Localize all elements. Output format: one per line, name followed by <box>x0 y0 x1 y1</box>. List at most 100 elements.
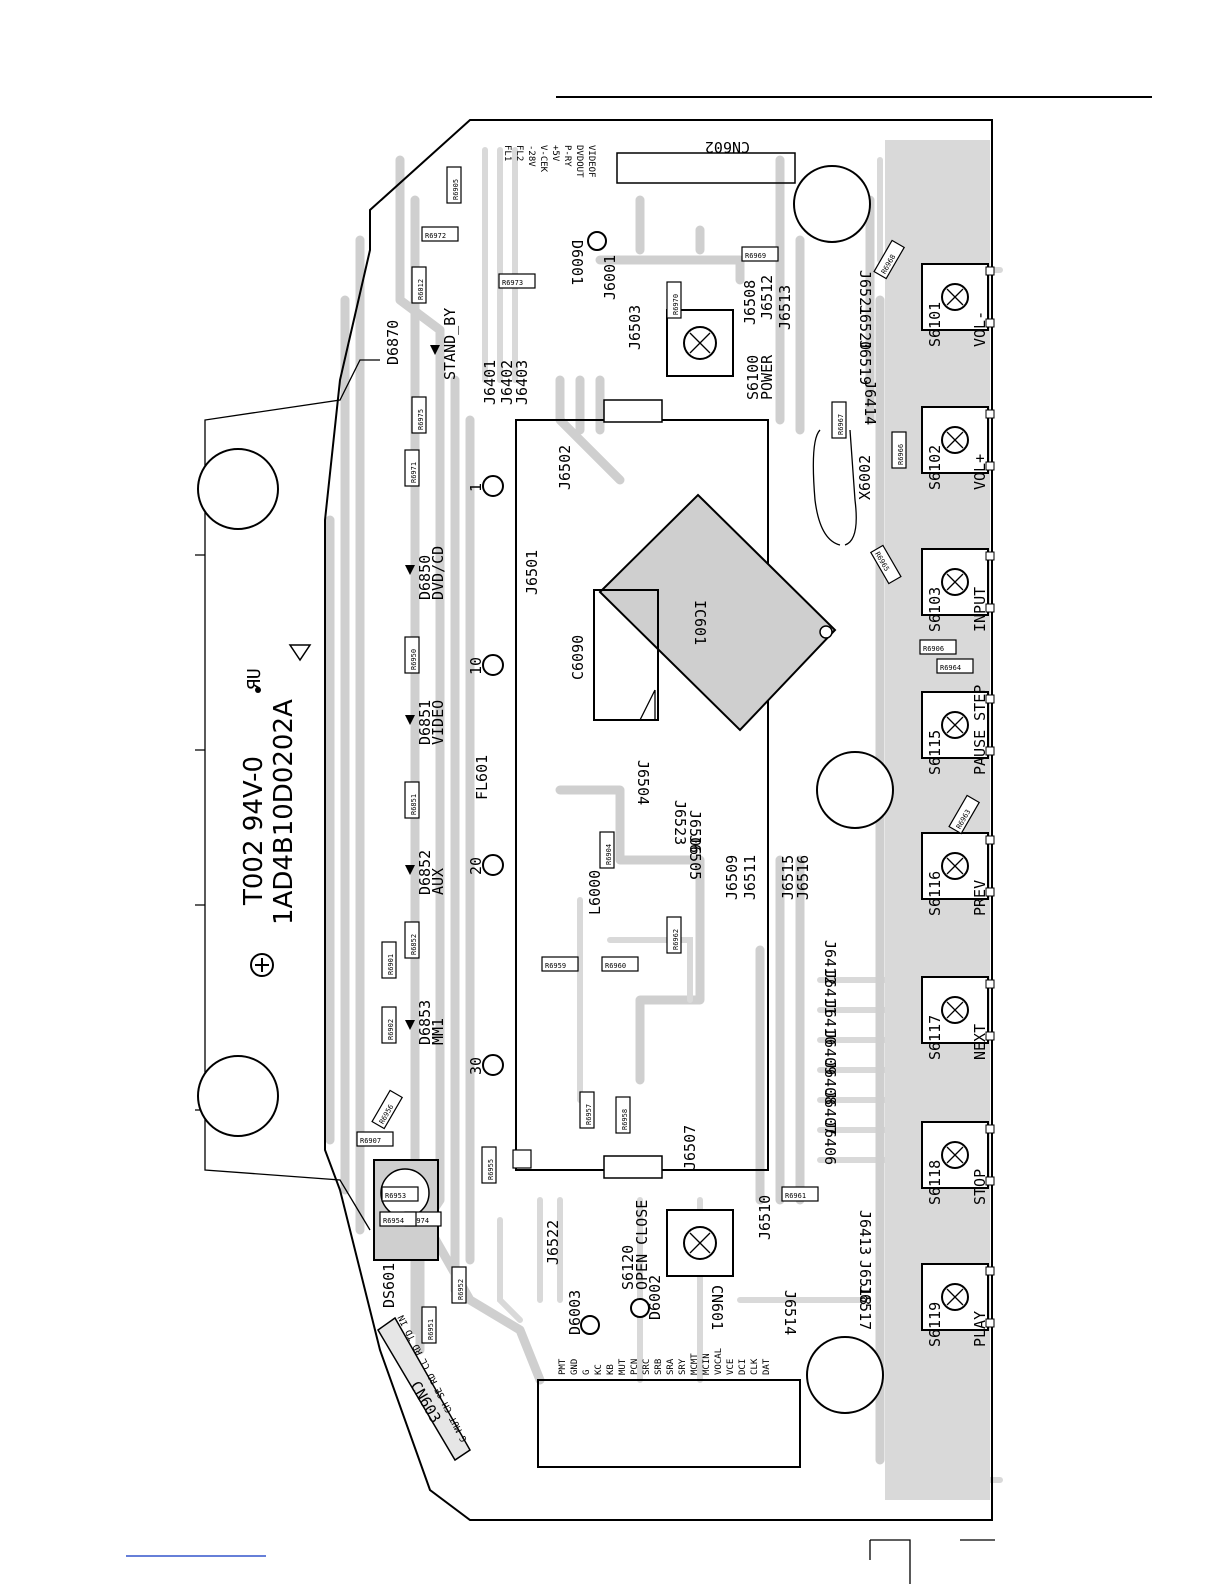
svg-text:R6961: R6961 <box>785 1192 806 1200</box>
led-name-stand-by: STAND_BY <box>441 308 459 380</box>
tact-switch-s6119[interactable] <box>921 1263 995 1331</box>
resistor-r6954: R6954 <box>379 1211 417 1227</box>
switch-name-s6118: STOP <box>971 1169 989 1205</box>
led-ref-d6852: D6852 <box>416 850 434 895</box>
svg-text:R6964: R6964 <box>940 664 961 672</box>
svg-text:R6905: R6905 <box>452 179 460 200</box>
led-symbols <box>405 345 440 1030</box>
resistor-r6967: R6967 <box>831 401 847 439</box>
resistor-r6964: R6964 <box>936 658 974 674</box>
svg-text:R6952: R6952 <box>457 1279 465 1300</box>
cn601-pin-4: KB <box>606 1364 616 1375</box>
svg-text:R6902: R6902 <box>387 1019 395 1040</box>
pin-number-1: 1 <box>467 483 485 492</box>
svg-text:R6901: R6901 <box>387 954 395 975</box>
svg-text:R6972: R6972 <box>425 232 446 240</box>
jumper-j6505: J6505 <box>686 835 704 880</box>
jumper-j6402: J6402 <box>498 360 516 405</box>
svg-text:R6950: R6950 <box>410 649 418 670</box>
switch-name-s6102: VOL+ <box>971 454 989 490</box>
tact-switch-s6103[interactable] <box>921 548 995 616</box>
cn601-label: CN601 <box>708 1285 726 1330</box>
led-ref-d6850: D6850 <box>416 555 434 600</box>
led-name-aux: AUX <box>429 868 447 895</box>
svg-text:R6012: R6012 <box>417 279 425 300</box>
jumper-j6502: J6502 <box>556 445 574 490</box>
jumper-j6512: J6512 <box>758 275 776 320</box>
jumper-j6513: J6513 <box>776 285 794 330</box>
copper-traces <box>325 140 1003 1500</box>
led-ref-d6851: D6851 <box>416 700 434 745</box>
jumper-j6406: J6406 <box>821 1120 839 1165</box>
cn601-pin-8: SRB <box>654 1359 664 1375</box>
jumper-j6506: J6506 <box>686 810 704 855</box>
resistor-r6975: R6975 <box>411 396 427 434</box>
jumper-j6508: J6508 <box>741 280 759 325</box>
c6090-label: C6090 <box>569 635 587 680</box>
jumper-j6523: J6523 <box>671 800 689 845</box>
jumper-j6510: J6510 <box>756 1195 774 1240</box>
jumper-j6501: J6501 <box>523 550 541 595</box>
pin-number-20: 20 <box>467 857 485 875</box>
tact-switch-s6118[interactable] <box>921 1121 995 1189</box>
cn602-connector <box>616 152 796 184</box>
recycle-icon <box>250 953 274 977</box>
svg-text:R6971: R6971 <box>410 462 418 483</box>
cn602-pin-4: +5V <box>550 145 560 162</box>
jumper-j6401: J6401 <box>481 360 499 405</box>
mounting-hole <box>816 751 894 829</box>
cn602-pin-7: VIDEOF <box>586 145 596 178</box>
board-marking-line1: T002 94V-0 <box>239 756 269 906</box>
tact-switch-s6117[interactable] <box>921 976 995 1044</box>
resistor-r6955: R6955 <box>481 1146 497 1184</box>
svg-text:R6953: R6953 <box>385 1192 406 1200</box>
jumper-j6511: J6511 <box>741 855 759 900</box>
switch-ref-s6101: S6101 <box>926 302 944 347</box>
jumper-j6521: J6521 <box>856 270 874 315</box>
ic601-chip <box>598 493 837 732</box>
cn601-pin-16: CLK <box>750 1358 760 1375</box>
cn601-connector <box>537 1379 801 1468</box>
jumper-j6412: J6412 <box>821 940 839 985</box>
jumper-j6408: J6408 <box>821 1060 839 1105</box>
switch-ref-s6117: S6117 <box>926 1015 944 1060</box>
tact-switch-s6115[interactable] <box>921 691 995 759</box>
tact-switch-s6116[interactable] <box>921 832 995 900</box>
resistor-r6907: R6907 <box>356 1131 394 1147</box>
svg-text:R6907: R6907 <box>360 1137 381 1145</box>
switch-name-s6115: PAUSE STEP <box>971 685 989 775</box>
tact-switch-s6102[interactable] <box>921 406 995 474</box>
cn601-pin-9: SRA <box>666 1358 676 1375</box>
resistor-r6958: R6958 <box>615 1096 631 1134</box>
svg-text:R6957: R6957 <box>585 1104 593 1125</box>
cn601-pin-1: GND <box>570 1359 580 1375</box>
cn601-pin-0: PMT <box>558 1358 568 1375</box>
svg-text:R6970: R6970 <box>672 294 680 315</box>
cn601-pin-5: MUT <box>618 1358 628 1375</box>
tact-switch-s6101[interactable] <box>921 263 995 331</box>
cn601-pin-17: DAT <box>762 1358 772 1375</box>
resistor-r6905: R6905 <box>446 166 462 204</box>
resistor-r6953: R6953 <box>381 1186 419 1202</box>
ref-l6000: L6000 <box>586 870 604 915</box>
cn602-pin-2: -28V <box>526 145 536 167</box>
resistor-r6972: R6972 <box>421 226 459 242</box>
svg-text:R6967: R6967 <box>837 414 845 435</box>
jumper-j6504: J6504 <box>634 760 652 805</box>
resistor-r6959: R6959 <box>541 956 579 972</box>
ref-d6001: D6001 <box>568 240 586 285</box>
fl601-label: FL601 <box>473 755 491 800</box>
jumper-j6001: J6001 <box>601 255 619 300</box>
svg-text:R6958: R6958 <box>621 1109 629 1130</box>
cn602-pin-1: FL2 <box>514 145 524 161</box>
cn602-pin-3: V-CEK <box>538 145 548 173</box>
resistor-r6957: R6957 <box>579 1091 595 1129</box>
jumper-j6409: J6409 <box>821 1030 839 1075</box>
led-name-dvd-cd: DVD/CD <box>429 546 447 600</box>
switch-name-s6116: PREV <box>971 880 989 916</box>
cn601-pin-14: VCE <box>726 1359 736 1375</box>
